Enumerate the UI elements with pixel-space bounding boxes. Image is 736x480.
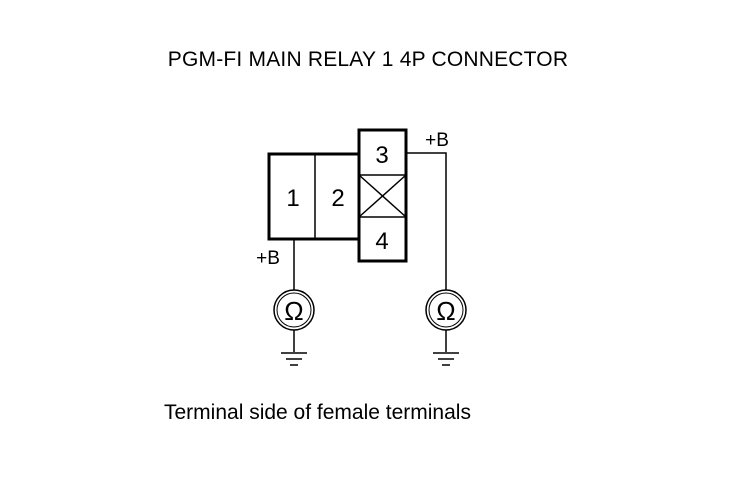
diagram-caption: Terminal side of female terminals (164, 401, 471, 424)
connector-body-right (357, 128, 408, 263)
terminal-1-label: 1 (286, 185, 299, 212)
ohmmeter-icon: Ω (425, 289, 467, 331)
blocked-cavity-icon (358, 174, 407, 218)
connector-body-left (267, 152, 361, 241)
plus-b-left-label: +B (256, 248, 280, 269)
terminal-2-label: 2 (331, 185, 344, 212)
terminal-3-label: 3 (375, 142, 388, 169)
ohm-symbol-left: Ω (284, 296, 303, 326)
ground-icon (281, 352, 307, 366)
ohm-symbol-right: Ω (436, 296, 455, 326)
ohmmeter-icon: Ω (273, 289, 315, 331)
diagram-title: PGM-FI MAIN RELAY 1 4P CONNECTOR (167, 48, 569, 71)
plus-b-right-label: +B (425, 130, 449, 151)
probe-wire-right (406, 152, 447, 290)
terminal-4-label: 4 (375, 228, 388, 255)
ground-icon (433, 352, 459, 366)
